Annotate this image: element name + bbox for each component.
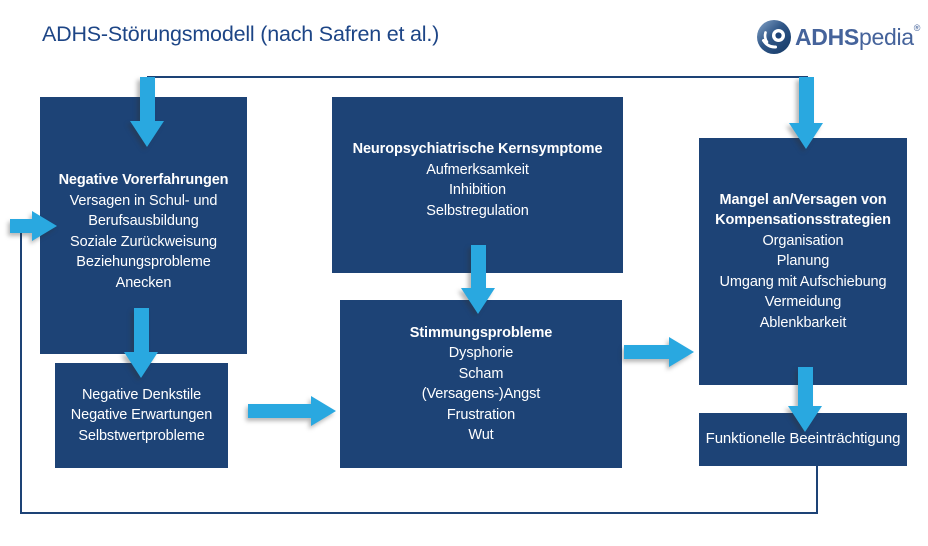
box-line: Mangel an/Versagen von — [719, 191, 887, 208]
arrow-denkstile-to-stimmungsprobleme-icon — [248, 396, 336, 426]
registered-mark: ® — [913, 23, 921, 33]
box-line: Soziale Zurückweisung — [70, 233, 217, 250]
box-stimmungsprobleme-title: Stimmungsprobleme — [409, 324, 553, 341]
logo-text-bold: ADHS — [795, 24, 859, 50]
box-negative-vorerfahrungen-title: Negative Vorerfahrungen — [58, 172, 229, 188]
top-feedback-line — [147, 76, 808, 78]
bottom-feedback-line — [20, 512, 818, 514]
arrow-vorerfahrungen-to-denkstile-icon — [124, 308, 158, 378]
box-line: Scham — [458, 365, 504, 382]
arrow-kernsymptome-to-stimmungsprobleme-icon — [461, 245, 495, 314]
right-feedback-line — [816, 466, 818, 514]
arrow-kompensationsstrategien-to-beeintraechtigung-icon — [788, 367, 822, 432]
box-line: Frustration — [446, 406, 516, 423]
page-title: ADHS-Störungsmodell (nach Safren et al.) — [42, 22, 440, 46]
adhspedia-globe-icon — [757, 20, 791, 54]
box-line: Anecken — [115, 274, 172, 291]
box-line: Selbstregulation — [426, 202, 529, 219]
left-feedback-line — [20, 233, 22, 514]
arrow-down-into-vorerfahrungen-icon — [130, 77, 164, 147]
box-line: Umgang mit Aufschiebung — [719, 273, 887, 290]
adhspedia-logo: ADHSpedia® — [756, 19, 920, 55]
box-line: Kompensationsstrategien — [715, 212, 891, 229]
box-line: Versagen in Schul- und — [69, 192, 218, 209]
box-kernsymptome-title: Neuropsychiatrische Kernsymptome — [352, 141, 603, 157]
box-line: Negative Denkstile — [81, 386, 202, 403]
adhspedia-wordmark: ADHSpedia® — [795, 23, 920, 51]
box-funktionelle-beeintraechtigung-title: Funktionelle Beeinträchtigung — [705, 430, 901, 448]
arrow-feedback-into-vorerfahrungen-icon — [10, 211, 57, 241]
box-line: Planung — [776, 253, 830, 270]
arrow-stimmungsprobleme-to-kompensationsstrategien-icon — [624, 337, 694, 367]
box-line: (Versagens-)Angst — [421, 386, 541, 402]
box-line: Vermeidung — [764, 294, 842, 311]
box-line: Organisation — [762, 232, 844, 249]
box-line: Wut — [468, 427, 494, 443]
box-line: Berufsausbildung — [88, 213, 199, 229]
box-kernsymptome: Neuropsychiatrische Kernsymptome Aufmerk… — [332, 97, 623, 273]
box-line: Dysphorie — [448, 345, 514, 361]
box-line: Beziehungsprobleme — [76, 254, 211, 270]
box-line: Inhibition — [448, 182, 507, 198]
arrow-down-into-kompensationsstrategien-icon — [789, 77, 823, 149]
logo-text-light: pedia — [858, 24, 914, 50]
box-line: Ablenkbarkeit — [759, 314, 847, 331]
box-line: Negative Erwartungen — [70, 407, 213, 424]
box-line: Selbstwertprobleme — [78, 427, 205, 444]
box-line: Aufmerksamkeit — [426, 161, 529, 178]
